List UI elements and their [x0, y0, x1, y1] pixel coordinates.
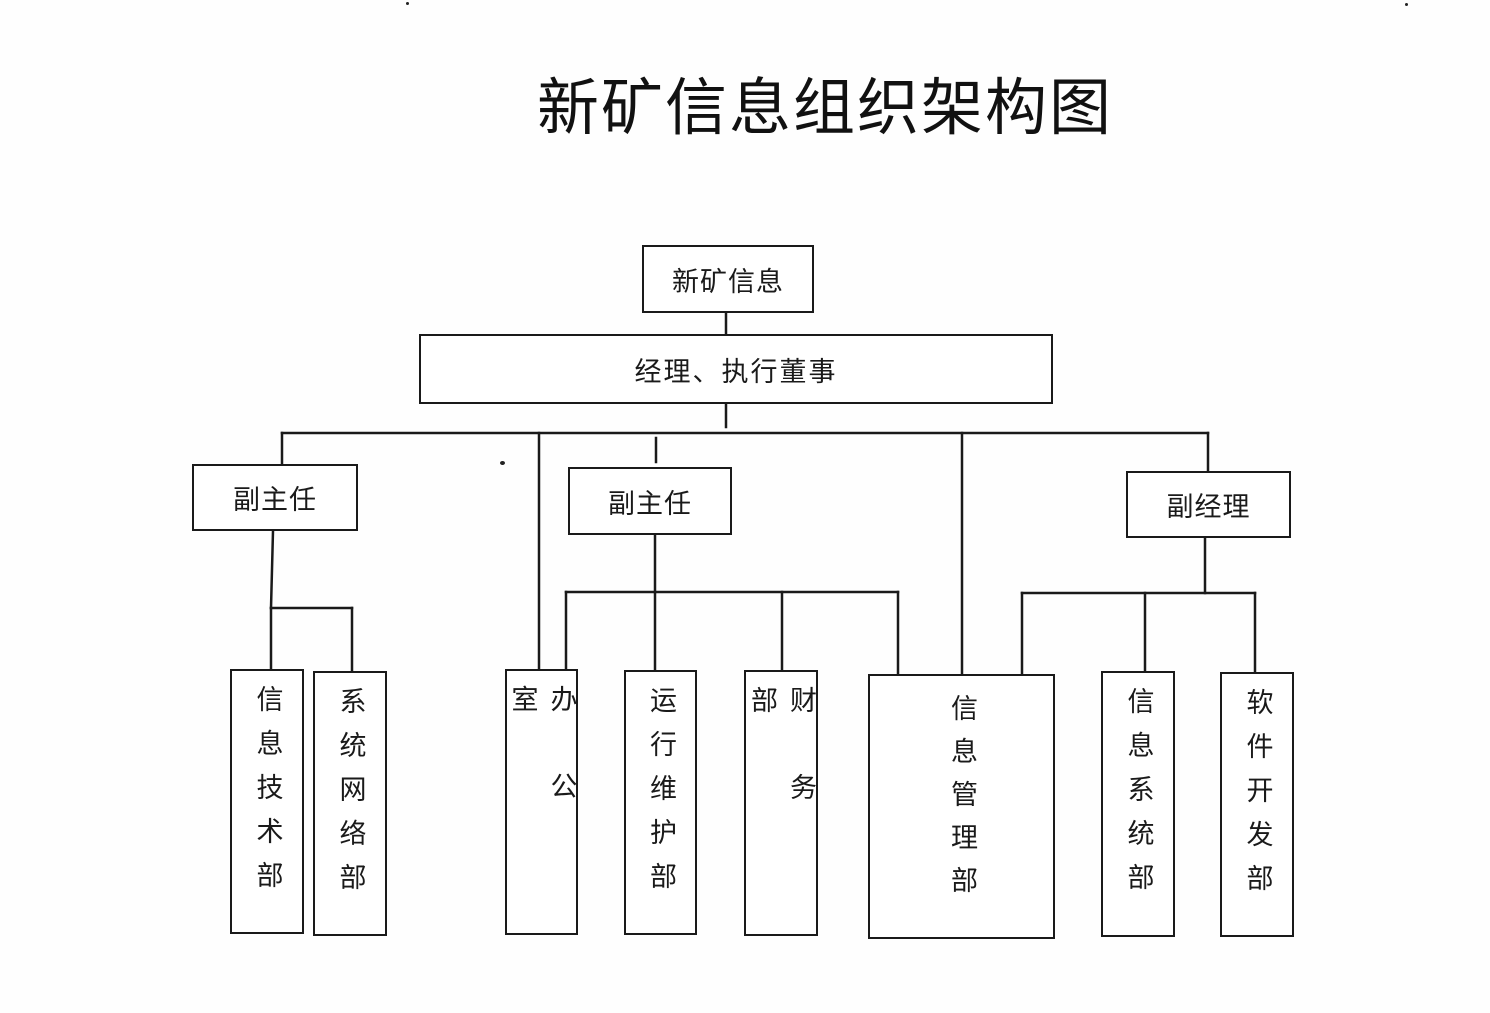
dept-info-mgmt-label: 信息管理部	[946, 694, 977, 909]
dept-ops-maint: 运行维护部	[624, 670, 697, 935]
left-deputy-label: 副主任	[233, 485, 317, 516]
center-deputy-label: 副主任	[608, 488, 692, 520]
dept-info-system: 信息系统部	[1101, 671, 1175, 937]
right-deputy-label: 副经理	[1166, 492, 1251, 523]
dept-ops-maint-label: 运行维护部	[645, 686, 676, 906]
scan-mark	[500, 461, 505, 465]
dept-info-system-label: 信息系统部	[1122, 687, 1154, 907]
dept-software-dev: 软件开发部	[1220, 672, 1294, 937]
scan-mark	[406, 2, 409, 5]
dept-office-label: 办公室	[506, 685, 577, 859]
executive-node: 经理、执行董事	[419, 334, 1053, 404]
dept-info-tech-label: 信息技术部	[251, 685, 283, 905]
dept-info-mgmt: 信息管理部	[868, 674, 1055, 939]
dept-sys-network-label: 系统网络部	[334, 687, 366, 907]
dept-sys-network: 系统网络部	[313, 671, 387, 936]
connector-left-deputy-down	[269, 529, 275, 610]
dept-finance: 财务部	[744, 670, 818, 936]
chart-title: 新矿信息组织架构图	[536, 71, 1113, 144]
dept-office: 办公室	[505, 669, 578, 935]
right-deputy-node: 副经理	[1126, 471, 1291, 538]
root-node-label: 新矿信息	[672, 266, 784, 298]
center-deputy-node: 副主任	[568, 467, 732, 535]
dept-finance-label: 财务部	[746, 686, 816, 860]
dept-software-dev-label: 软件开发部	[1241, 688, 1273, 908]
dept-info-tech: 信息技术部	[230, 669, 304, 934]
left-deputy-node: 副主任	[192, 464, 358, 531]
scan-mark	[1405, 3, 1408, 6]
executive-node-label: 经理、执行董事	[634, 356, 838, 388]
root-node: 新矿信息	[642, 245, 814, 313]
